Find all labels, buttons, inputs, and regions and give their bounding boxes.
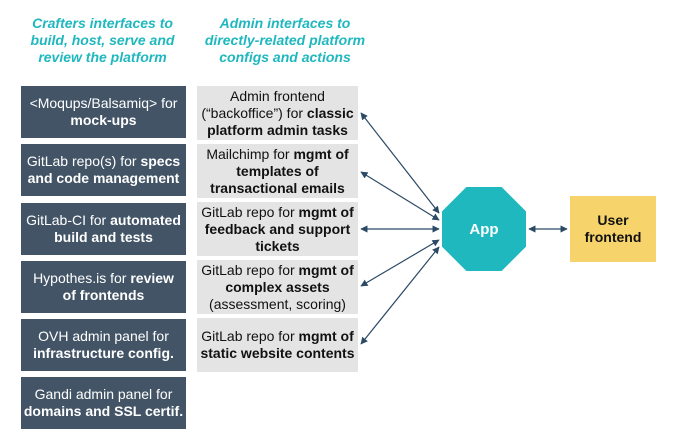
admin-header-line: Admin interfaces to <box>219 15 351 31</box>
crafters-header-line: review the platform <box>38 49 167 65</box>
box-label-line: Hypothes.is for review <box>33 270 174 287</box>
box-label-bold: classic <box>306 104 354 121</box>
box-label-bold: static website contents <box>200 345 355 361</box>
box-label-line: tickets <box>201 238 354 255</box>
box-label-line: domains and SSL certif. <box>24 403 183 420</box>
box-label-line: and code management <box>27 170 180 187</box>
box-label-bold: automated <box>110 212 181 228</box>
box-label-line: GitLab repo for mgmt of <box>200 328 354 345</box>
box-label-text: GitLab repo for <box>201 328 299 344</box>
box-label-bold: specs <box>140 153 181 169</box>
box-label-line: GitLab repo for mgmt of <box>201 204 354 221</box>
box-label-bold: review <box>130 270 174 286</box>
box-label-bold: tickets <box>255 237 300 254</box>
box-label-bold: transactional emails <box>210 179 345 196</box>
box-label-line: GitLab repo(s) for specs <box>27 153 180 170</box>
arrow-backoffice-app <box>360 112 440 214</box>
box-label-bold: of frontends <box>62 287 145 303</box>
box-label-text: GitLab repo(s) for <box>26 153 141 169</box>
user-frontend-line: User <box>597 212 629 228</box>
box-label-line: GitLab repo for mgmt of <box>201 262 354 279</box>
box-label-text: GitLab repo for <box>201 261 299 278</box>
box-label-text: Hypothes.is for <box>33 270 131 286</box>
box-label-line: static website contents <box>200 345 354 362</box>
box-label-text: (“backoffice”) for <box>201 104 307 121</box>
box-label-text: GitLab-CI for <box>26 212 111 228</box>
box-label-bold: feedback and support <box>204 220 351 237</box>
crafters-header: Crafters interfaces to build, host, serv… <box>15 15 190 66</box>
box-label-bold: mgmt of <box>293 145 349 162</box>
box-label-line: build and tests <box>26 229 181 246</box>
box-label-line: mock-ups <box>30 112 178 129</box>
box-label-bold: platform admin tasks <box>207 121 348 138</box>
box-label-line: (“backoffice”) for classic <box>201 105 353 122</box>
admin-header-line: configs and actions <box>219 49 351 65</box>
box-label-bold: complex assets <box>225 278 330 295</box>
box-label-line: OVH admin panel for <box>33 328 174 345</box>
arrow-static-app <box>360 246 440 345</box>
box-label-bold: mgmt of <box>298 203 354 220</box>
box-label-line: (assessment, scoring) <box>201 296 354 313</box>
admin-header: Admin interfaces to directly-related pla… <box>190 15 380 66</box>
box-label-line: infrastructure config. <box>33 345 174 362</box>
box-label-text: Gandi admin panel for <box>34 386 173 402</box>
admin-box-backoffice: Admin frontend(“backoffice”) for classic… <box>197 86 358 140</box>
crafters-header-line: build, host, serve and <box>30 32 175 48</box>
box-label-line: feedback and support <box>201 221 354 238</box>
box-label-line: <Moqups/Balsamiq> for <box>30 95 178 112</box>
box-label-bold: templates of <box>236 162 319 179</box>
box-label-line: GitLab-CI for automated <box>26 212 181 229</box>
box-label-text: GitLab repo for <box>201 203 299 220</box>
user-frontend-line: frontend <box>584 229 642 245</box>
admin-header-line: directly-related platform <box>204 32 366 48</box>
box-label-line: complex assets <box>201 279 354 296</box>
arrow-mailchimp-app <box>360 171 440 221</box>
user-frontend-box: User frontend <box>570 196 656 262</box>
box-label-bold: and code management <box>27 170 180 186</box>
box-label-text: <Moqups/Balsamiq> for <box>29 95 178 111</box>
box-label-text: (assessment, scoring) <box>209 295 346 312</box>
box-label-bold: build and tests <box>54 229 153 245</box>
box-label-bold: mgmt of <box>298 261 354 278</box>
box-label-line: transactional emails <box>206 180 348 197</box>
box-label-line: Admin frontend <box>201 88 353 105</box>
box-label-text: OVH admin panel for <box>38 328 169 344</box>
box-label-line: Mailchimp for mgmt of <box>206 146 348 163</box>
box-label-bold: domains and SSL certif. <box>23 403 184 419</box>
box-label-bold: mock-ups <box>70 112 137 128</box>
crafters-header-line: Crafters interfaces to <box>32 15 173 31</box>
app-node: App <box>442 187 526 271</box>
box-label-line: of frontends <box>33 287 174 304</box>
box-label-line: templates of <box>206 163 348 180</box>
box-label-text: Mailchimp for <box>206 145 294 162</box>
box-label-line: platform admin tasks <box>201 122 353 139</box>
box-label-bold: mgmt of <box>298 328 354 344</box>
arrow-assets-app <box>360 239 440 287</box>
box-label-bold: infrastructure config. <box>33 345 174 361</box>
box-label-line: Gandi admin panel for <box>24 386 183 403</box>
box-label-text: Admin frontend <box>230 87 325 104</box>
